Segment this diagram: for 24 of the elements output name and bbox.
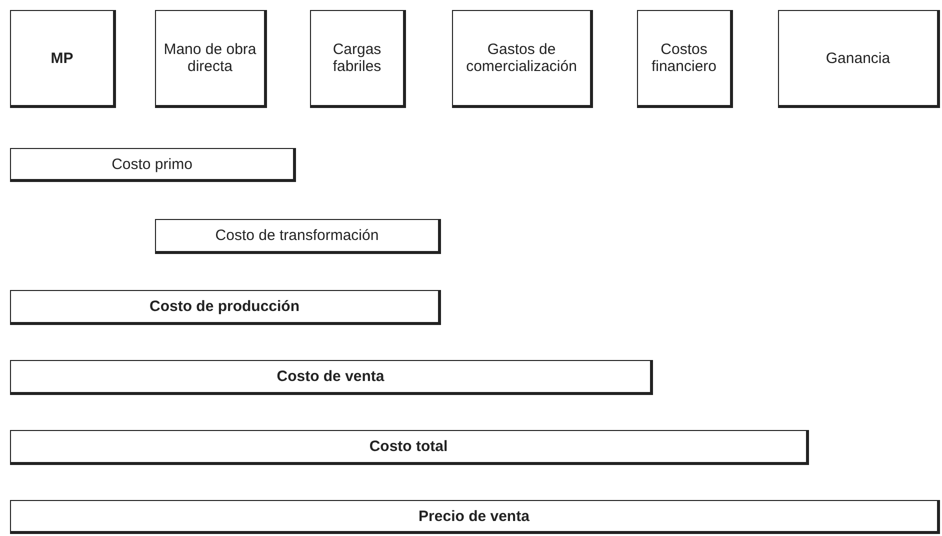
component-label: Cargas fabriles bbox=[332, 41, 382, 75]
bar-label: Costo primo bbox=[112, 156, 192, 172]
cost-bar bbox=[155, 219, 441, 254]
bar-label: Costo de producción bbox=[150, 298, 300, 315]
component-label: Ganancia bbox=[824, 50, 892, 66]
bar-label: Costo de transformación bbox=[215, 227, 379, 244]
component-label: MP bbox=[50, 50, 74, 66]
component-label: Gastos de comercialización bbox=[465, 41, 578, 75]
cost-component-box bbox=[452, 10, 593, 108]
cost-bar bbox=[10, 500, 940, 534]
cost-component-box bbox=[778, 10, 940, 108]
cost-component-box bbox=[310, 10, 406, 108]
cost-bar bbox=[10, 148, 296, 182]
bar-label: Costo total bbox=[369, 438, 448, 455]
cost-component-box bbox=[637, 10, 733, 108]
component-label: Costos financiero bbox=[650, 41, 718, 75]
bar-label: Precio de venta bbox=[418, 508, 530, 524]
cost-bar bbox=[10, 430, 809, 465]
cost-bar bbox=[10, 360, 653, 395]
cost-component-box bbox=[155, 10, 267, 108]
component-label: Mano de obra directa bbox=[162, 41, 258, 75]
bar-label: Costo de venta bbox=[276, 368, 384, 385]
cost-bar bbox=[10, 290, 441, 325]
cost-component-box bbox=[10, 10, 116, 108]
